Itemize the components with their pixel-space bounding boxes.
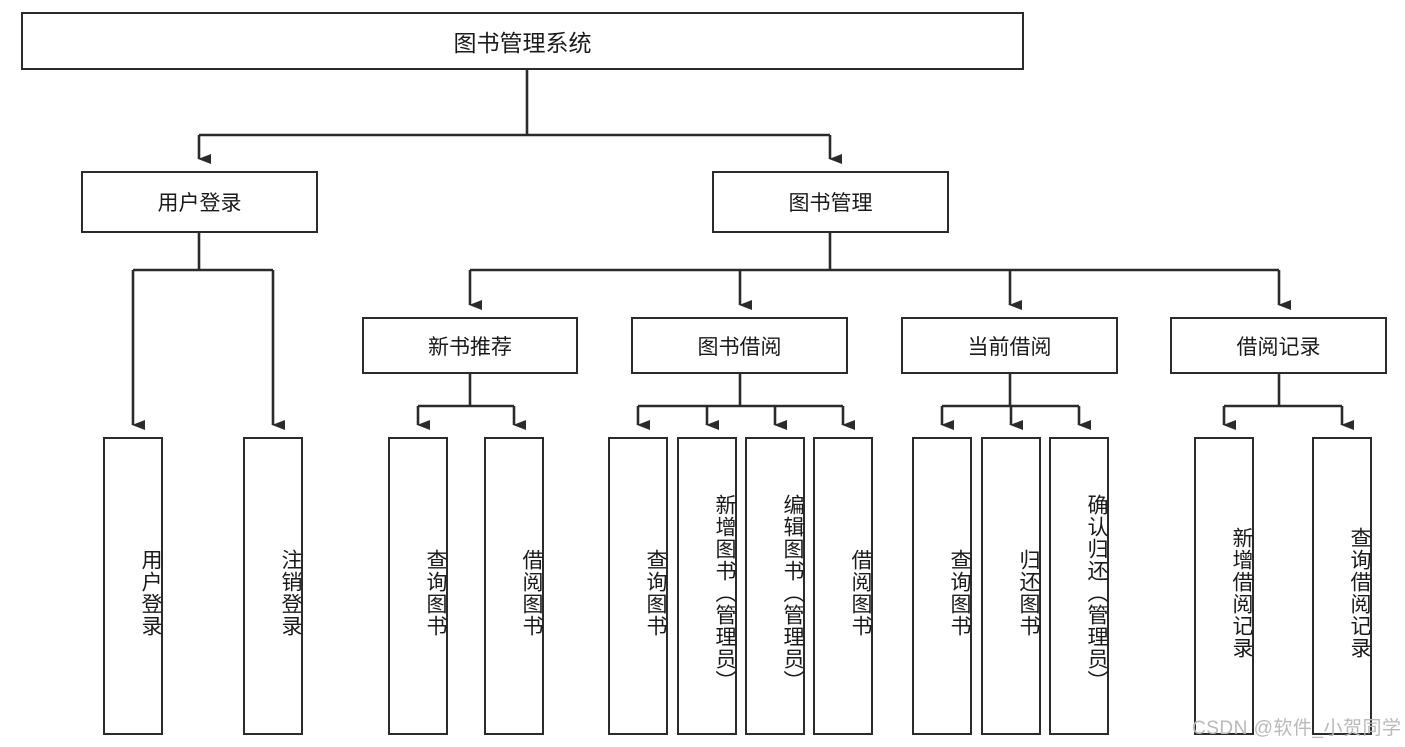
- node-leaf-edit-book[interactable]: 编辑图书（管理员）: [745, 437, 805, 735]
- node-label: 新增借阅记录: [1230, 527, 1253, 659]
- node-label: 用户登录: [139, 549, 162, 637]
- node-leaf-borrow-book[interactable]: 借阅图书: [813, 437, 873, 735]
- node-user-login[interactable]: 用户登录: [81, 171, 318, 233]
- node-book-management[interactable]: 图书管理: [712, 171, 949, 233]
- node-label: 图书管理系统: [453, 30, 592, 56]
- node-leaf-confirm-return[interactable]: 确认归还（管理员）: [1049, 437, 1109, 735]
- node-label: 编辑图书（管理员）: [781, 494, 804, 692]
- node-leaf-query-borrow-record[interactable]: 查询借阅记录: [1312, 437, 1372, 735]
- node-label: 查询图书: [948, 549, 971, 637]
- node-borrow-record[interactable]: 借阅记录: [1170, 317, 1387, 374]
- node-label: 借阅图书: [520, 549, 543, 637]
- node-new-book-recommend[interactable]: 新书推荐: [362, 317, 578, 374]
- node-leaf-add-book[interactable]: 新增图书（管理员）: [677, 437, 737, 735]
- node-label: 归还图书: [1017, 549, 1040, 637]
- node-book-borrow[interactable]: 图书借阅: [631, 317, 848, 374]
- node-label: 新增图书（管理员）: [713, 494, 736, 692]
- node-leaf-query-book-current[interactable]: 查询图书: [912, 437, 972, 735]
- node-leaf-query-book-recommend[interactable]: 查询图书: [388, 437, 448, 735]
- node-label: 图书管理: [788, 192, 873, 215]
- node-label: 查询图书: [424, 549, 447, 637]
- node-leaf-return-book[interactable]: 归还图书: [981, 437, 1041, 735]
- node-label: 图书借阅: [697, 335, 782, 359]
- node-label: 用户登录: [157, 192, 242, 215]
- node-book-management-system[interactable]: 图书管理系统: [21, 12, 1024, 70]
- node-leaf-logout[interactable]: 注销登录: [243, 437, 303, 735]
- node-label: 查询图书: [644, 549, 667, 637]
- node-leaf-query-book-borrow[interactable]: 查询图书: [608, 437, 668, 735]
- node-label: 注销登录: [279, 549, 302, 637]
- node-label: 当前借阅: [967, 335, 1052, 359]
- node-leaf-borrow-book-recommend[interactable]: 借阅图书: [484, 437, 544, 735]
- node-label: 查询借阅记录: [1348, 527, 1371, 659]
- node-current-borrow[interactable]: 当前借阅: [901, 317, 1118, 374]
- node-label: 借阅图书: [849, 549, 872, 637]
- node-leaf-user-login[interactable]: 用户登录: [103, 437, 163, 735]
- node-label: 确认归还（管理员）: [1085, 494, 1108, 692]
- node-label: 新书推荐: [428, 335, 512, 359]
- csdn-watermark: CSDN @软件_小贺同学: [1192, 718, 1402, 739]
- node-leaf-add-borrow-record[interactable]: 新增借阅记录: [1194, 437, 1254, 735]
- node-label: 借阅记录: [1236, 335, 1321, 359]
